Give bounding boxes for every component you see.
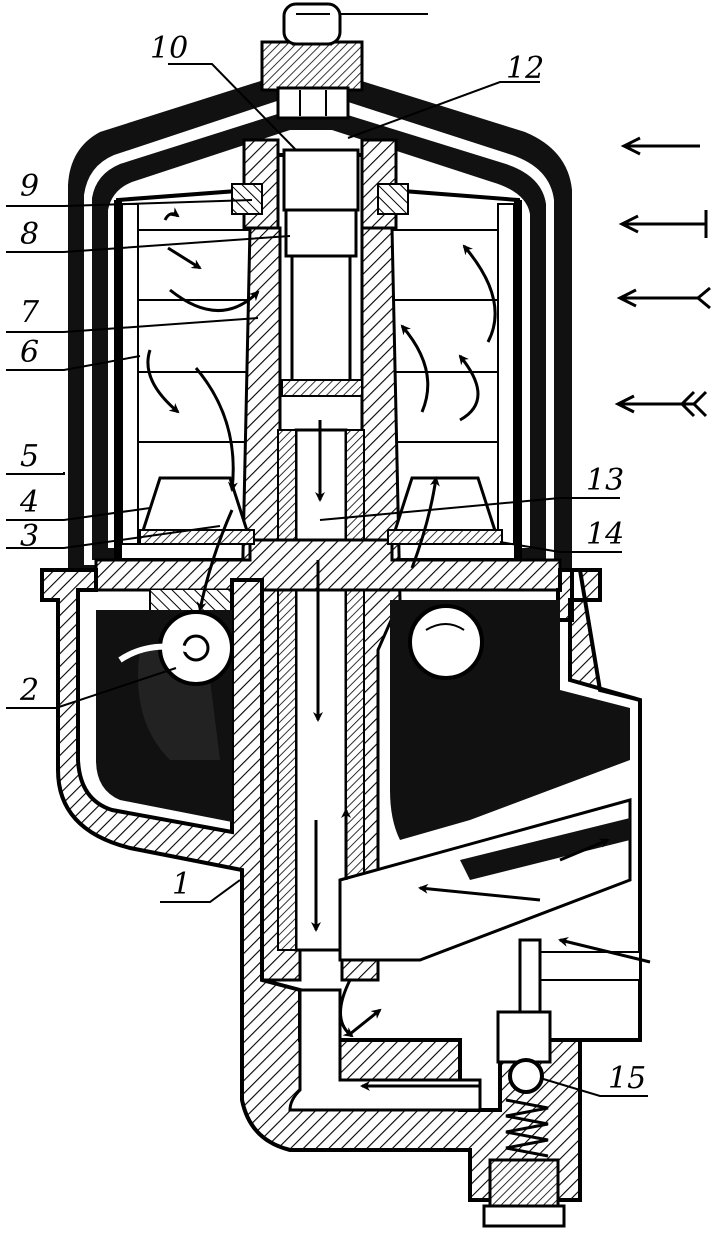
callouts: 10 12 9 8 7 6 5 4 3 2 1 13 14 15: [19, 31, 646, 1096]
cap-nut: [260, 2, 364, 120]
callout-6: 6: [20, 335, 39, 370]
callout-14: 14: [586, 517, 624, 552]
nozzle-left: [118, 610, 234, 686]
callout-15: 15: [608, 1061, 646, 1096]
callout-3: 3: [20, 519, 39, 554]
bypass-valve: [482, 1010, 566, 1228]
callout-8: 8: [20, 217, 39, 252]
oil-flow-arrows: [146, 207, 651, 1091]
filter-body: [40, 568, 642, 1202]
legend-arrow-bar: [618, 210, 708, 238]
rotor-axle: [240, 148, 402, 982]
callout-4: 4: [19, 485, 39, 520]
leader-lines: [6, 13, 648, 1097]
callout-2: 2: [19, 673, 39, 708]
legend-arrow-plain: [620, 136, 700, 156]
callout-7: 7: [20, 295, 40, 330]
callout-5: 5: [20, 439, 39, 474]
callout-13: 13: [586, 463, 624, 498]
legend-arrow-feather: [614, 390, 708, 418]
callout-1: 1: [172, 867, 191, 902]
callout-12: 12: [506, 51, 544, 86]
callout-10: 10: [150, 31, 188, 66]
callout-9: 9: [20, 169, 39, 204]
legend-arrow-fork: [616, 286, 711, 310]
legend-arrows: [614, 136, 711, 418]
nozzle-right: [408, 604, 484, 680]
